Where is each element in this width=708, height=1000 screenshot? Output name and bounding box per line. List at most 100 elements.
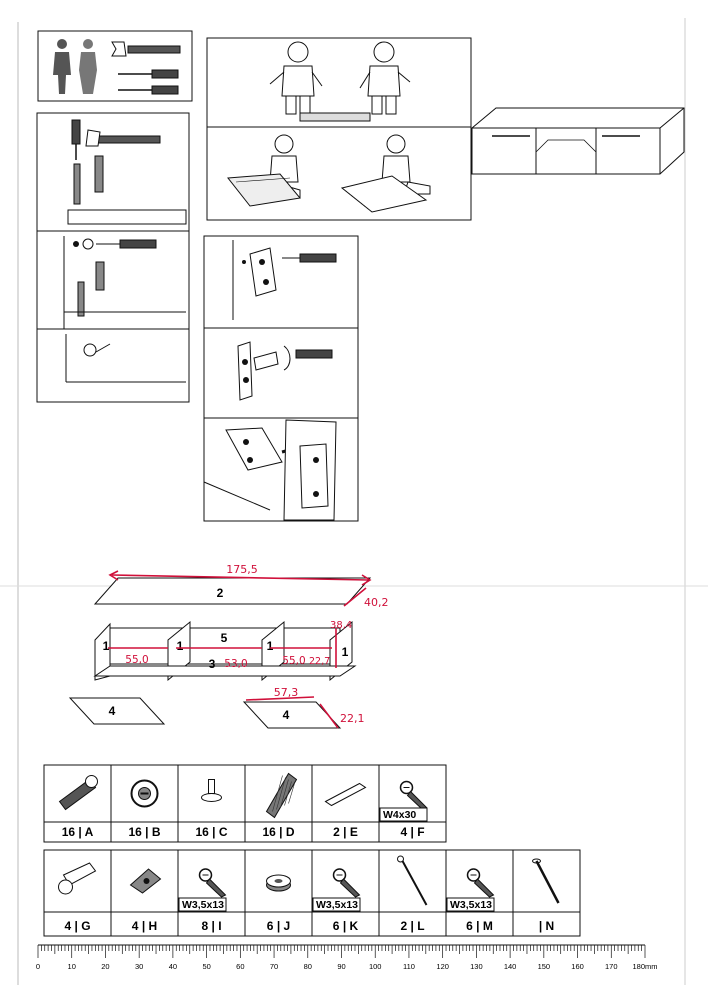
- top-panel: [93, 577, 372, 605]
- screw-icon: [466, 868, 495, 898]
- part-label: 4 | F: [400, 825, 424, 839]
- part-cell: 16 | D: [244, 764, 313, 843]
- ruler-label: 20: [101, 962, 109, 971]
- person-icon: [53, 39, 71, 94]
- tv-unit-preview: [471, 107, 685, 175]
- panel-label-side-right: 1: [342, 645, 349, 659]
- ruler-label: 70: [270, 962, 278, 971]
- part-quantity: 16: [128, 825, 142, 839]
- part-label: 6 | K: [333, 919, 359, 933]
- annotation-width-middle: 53,0: [224, 658, 247, 670]
- part-letter: J: [284, 919, 291, 933]
- hammer-icon: [111, 41, 181, 57]
- wooden-dowel-icon: [265, 772, 298, 819]
- bumper-icon: [266, 874, 291, 892]
- ruler-label: 80: [304, 962, 312, 971]
- annotation-depth-right: 38,4: [330, 620, 352, 631]
- part-label: 16 | A: [62, 825, 94, 839]
- part-letter: M: [483, 919, 493, 933]
- annotation-width-left: 55,0: [125, 654, 148, 666]
- worker-icon: [269, 41, 323, 115]
- part-cell: 4 | H: [110, 849, 179, 937]
- part-label: | N: [539, 919, 554, 933]
- long-screw-icon: [397, 855, 428, 906]
- part-cell: 16 | B: [110, 764, 179, 843]
- part-quantity: 4: [400, 825, 407, 839]
- part-quantity: 6: [267, 919, 274, 933]
- part-letter: I: [218, 919, 221, 933]
- handle-icon: [324, 782, 367, 807]
- part-cell: 6 | J: [244, 849, 313, 937]
- part-quantity: 8: [201, 919, 208, 933]
- annotation-top-length: 175,5: [226, 563, 258, 576]
- nail-icon: [532, 858, 560, 904]
- person-icon: [79, 39, 97, 94]
- door-panel-left: [68, 697, 166, 725]
- ruler-label: 170: [605, 962, 618, 971]
- door-panel-right: [242, 701, 342, 729]
- part-quantity: 16: [62, 825, 76, 839]
- annotation-height-inner: 22,7: [309, 656, 330, 667]
- worker-icon: [359, 41, 411, 115]
- ruler-label: 0: [36, 962, 40, 971]
- panel-label-side-left: 1: [103, 639, 110, 653]
- part-letter: B: [152, 825, 161, 839]
- ruler-label: 150: [538, 962, 551, 971]
- panel-label-bottom: 3: [209, 657, 216, 671]
- part-letter: N: [546, 919, 555, 933]
- hinge-icon: [58, 862, 97, 895]
- ruler-label: 140: [504, 962, 517, 971]
- screwdriver-icon: [118, 85, 179, 95]
- cam-bolt-icon: [58, 775, 98, 811]
- part-quantity: 6: [466, 919, 473, 933]
- part-label: 6 | M: [466, 919, 493, 933]
- part-spec: W3,5x13: [182, 899, 224, 911]
- part-quantity: 16: [262, 825, 276, 839]
- part-label: 16 | D: [262, 825, 294, 839]
- part-cell: 2 | E: [311, 764, 380, 843]
- panel-layout-diagram: 2 5 1 1 1 1 3 4 4: [68, 577, 372, 729]
- ruler-label: 180mm: [632, 962, 657, 971]
- part-letter: A: [85, 825, 94, 839]
- part-quantity: 16: [195, 825, 209, 839]
- ruler-label: 50: [202, 962, 210, 971]
- tools-panel: [37, 30, 193, 102]
- part-label: 2 | E: [333, 825, 358, 839]
- part-quantity: 6: [333, 919, 340, 933]
- screw-icon: [198, 868, 227, 898]
- part-letter: F: [417, 825, 424, 839]
- ruler-label: 100: [369, 962, 382, 971]
- shelf-pin-icon: [201, 779, 222, 802]
- part-letter: E: [350, 825, 358, 839]
- ruler-label: 40: [169, 962, 177, 971]
- part-label: 6 | J: [267, 919, 290, 933]
- part-cell: | N: [512, 849, 581, 937]
- panel-label-door-right: 4: [283, 708, 290, 722]
- part-label: 2 | L: [400, 919, 424, 933]
- part-letter: L: [417, 919, 424, 933]
- part-letter: C: [219, 825, 228, 839]
- part-cell: 2 | L: [378, 849, 447, 937]
- cam-fitting-steps: [36, 112, 190, 403]
- part-cell: 16 | A: [43, 764, 112, 843]
- ruler-label: 30: [135, 962, 143, 971]
- part-cell: W3,5x13 6 | M: [445, 849, 514, 937]
- panel-label-door-left: 4: [109, 704, 116, 718]
- panel-label-divider-right: 1: [267, 639, 274, 653]
- part-spec: W3,5x13: [450, 899, 492, 911]
- part-label: 4 | G: [64, 919, 90, 933]
- part-quantity: 2: [400, 919, 407, 933]
- part-label: 4 | H: [132, 919, 157, 933]
- part-letter: K: [350, 919, 359, 933]
- annotation-top-depth: 40,2: [364, 596, 389, 609]
- ruler-label: 160: [571, 962, 584, 971]
- ruler-label: 60: [236, 962, 244, 971]
- cam-lock-icon: [130, 779, 159, 808]
- part-letter: G: [81, 919, 90, 933]
- part-quantity: 2: [333, 825, 340, 839]
